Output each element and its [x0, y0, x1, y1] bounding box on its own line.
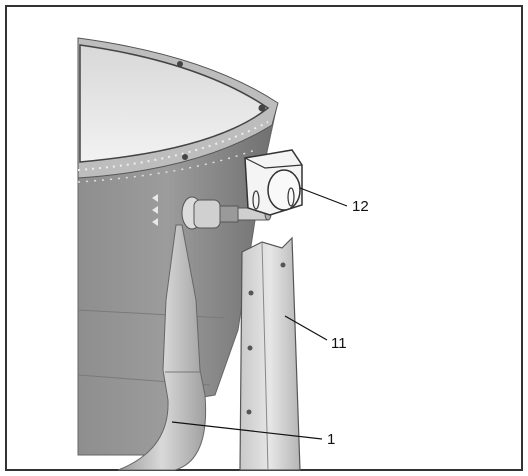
- leader-line-11: [284, 315, 328, 341]
- callout-label-12: 12: [352, 198, 369, 215]
- callout-label-11: 11: [331, 335, 347, 352]
- arrow-marks: [152, 194, 158, 226]
- leader-line-12: [299, 187, 348, 207]
- callout-group-1: 1: [171, 421, 335, 448]
- leg-channel-part-11: [239, 236, 301, 471]
- drum-lid: [79, 44, 270, 163]
- callout-label-1: 1: [327, 431, 335, 448]
- spindle-shaft: [181, 196, 272, 230]
- leader-line-1: [171, 421, 323, 440]
- callout-group-11: 11: [284, 315, 347, 352]
- bracket-part-12: [244, 149, 303, 216]
- stand-tube-part-1: [117, 224, 207, 471]
- callout-group-12: 12: [299, 187, 369, 215]
